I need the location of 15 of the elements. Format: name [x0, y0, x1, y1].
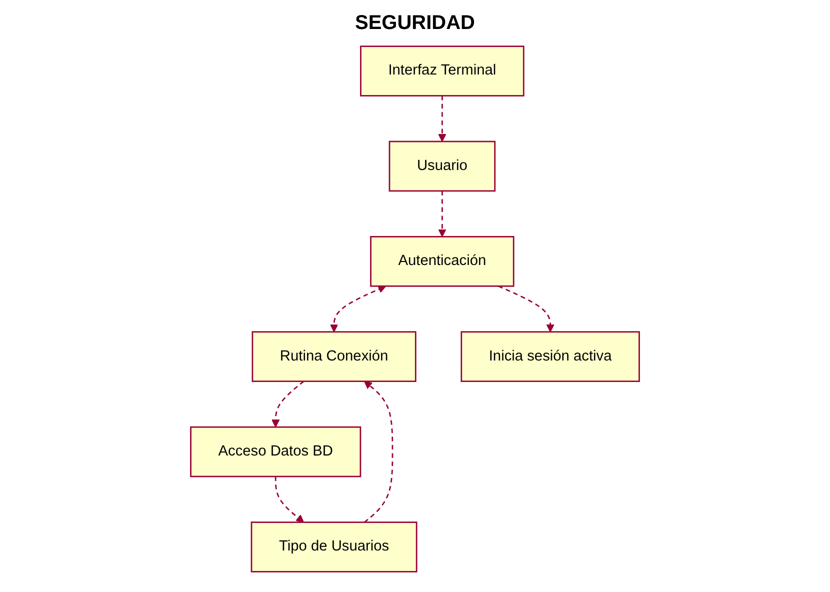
- arrow: [438, 190, 446, 238]
- node-box: Interfaz Terminal: [360, 46, 524, 96]
- arrow: [330, 286, 386, 332]
- arrow: [272, 380, 304, 428]
- arrow: [498, 286, 554, 332]
- arrow: [438, 96, 446, 142]
- arrow: [274, 476, 304, 523]
- node-box: Acceso Datos BD: [190, 426, 362, 478]
- node-box: Usuario: [388, 140, 496, 192]
- diagram-title: SEGURIDAD: [354, 12, 476, 35]
- node-box: Inicia sesión activa: [460, 331, 640, 382]
- node-box: Tipo de Usuarios: [250, 522, 418, 572]
- node-box: Autenticación: [370, 236, 514, 287]
- arrow: [364, 380, 394, 523]
- node-box: Rutina Conexión: [252, 331, 416, 382]
